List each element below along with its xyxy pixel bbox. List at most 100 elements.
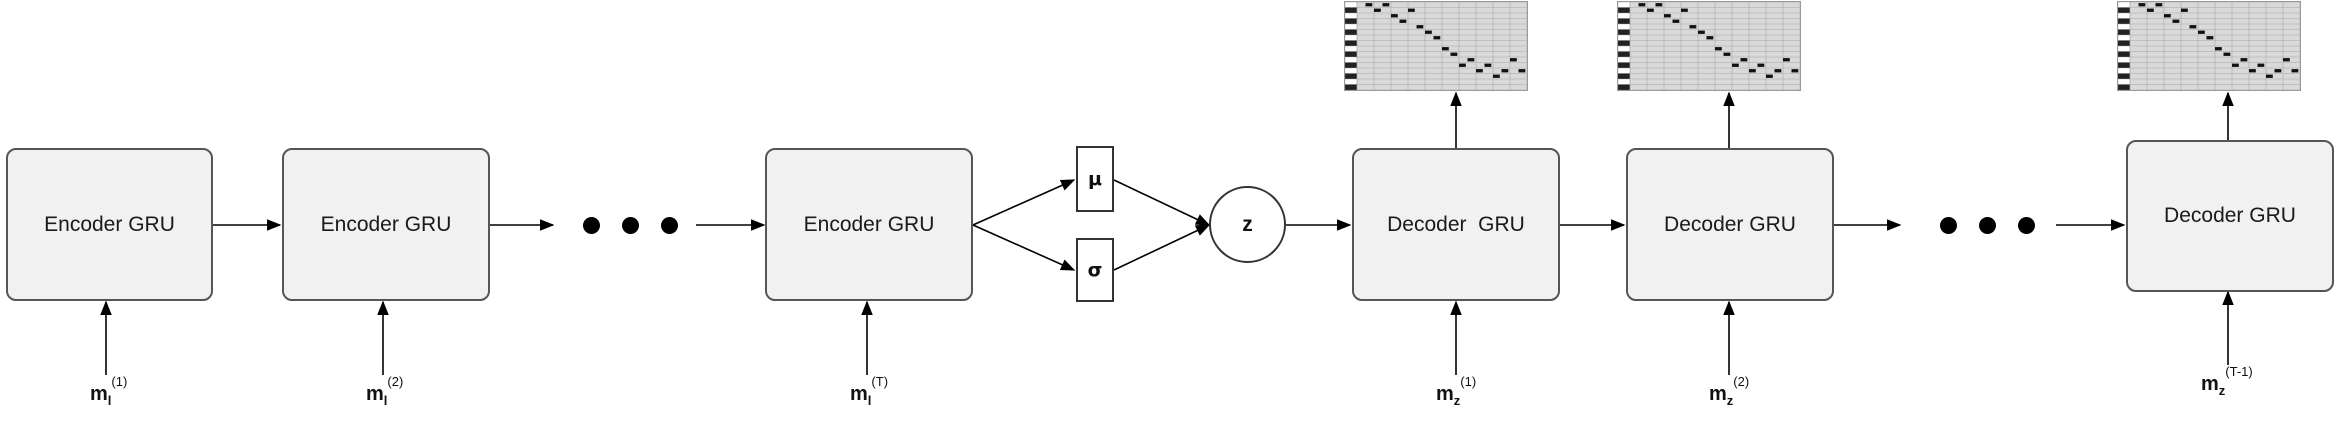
piano-note [2283,58,2290,62]
encoder-input-2: ml(2) [366,374,403,408]
input-subscript: z [1453,393,1461,408]
input-superscript: (T) [871,374,889,389]
piano-note [2164,14,2171,18]
arrow-enc3-mu [972,179,1076,226]
piano-note [2198,30,2205,34]
piano-note [1476,69,1483,73]
piano-note [1715,47,1722,51]
input-var: m [850,383,868,405]
piano-key [1618,12,1631,19]
piano-note [1698,30,1705,34]
decoder-gru-2: Decoder GRU [1626,148,1834,301]
piano-key [1618,2,1631,8]
piano-note [2138,3,2146,7]
piano-note [1664,14,1671,18]
encoder-gru-2-label: Encoder GRU [320,212,452,236]
piano-note [2240,58,2248,62]
decoder-gru-3-label: Decoder GRU [2164,204,2296,227]
piano-key [1345,45,1358,52]
piano-key [2118,23,2131,30]
piano-note [1766,74,1773,78]
piano-key [1345,18,1358,25]
piano-note [1399,19,1407,23]
piano-key [2118,78,2131,85]
piano-note [1365,3,1373,7]
piano-note [2291,69,2299,73]
piano-key [1345,2,1358,8]
piano-roll-output-3 [2117,1,2301,91]
sigma-symbol: σ [1087,259,1103,281]
encoder-gru-2: Encoder GRU [282,148,490,301]
sigma-box: σ [1076,238,1114,302]
piano-key [2118,73,2131,80]
piano-note [1689,25,1697,29]
input-subscript: l [107,393,112,408]
input-var: m [1436,383,1454,405]
input-subscript: l [383,393,388,408]
input-superscript: (T-1) [2225,364,2253,379]
piano-note [2257,63,2265,67]
piano-note [2206,36,2214,40]
piano-note [2274,69,2282,73]
piano-note [1510,58,1517,62]
piano-note [1749,69,1756,73]
piano-note [1655,3,1663,7]
piano-roll-grid [1618,2,1800,90]
piano-note [1647,8,1654,12]
input-subscript: l [867,393,872,408]
piano-note [1740,58,1748,62]
piano-key [1618,29,1631,36]
piano-roll-grid [1345,2,1527,90]
piano-key [1618,7,1631,14]
decoder-ellipsis [1940,217,2035,234]
mu-box: μ [1076,146,1114,212]
decoder-input-2: mz(2) [1709,374,1749,408]
ellipsis-dot [622,217,639,234]
ellipsis-dot [2018,217,2035,234]
piano-key [1618,40,1631,47]
input-var: m [1709,383,1727,405]
ellipsis-dot [1940,217,1957,234]
input-var: m [2201,373,2219,395]
piano-key [2118,18,2131,25]
piano-note [2172,19,2180,23]
piano-note [1638,3,1646,7]
piano-key [1345,7,1358,14]
piano-key [1618,78,1631,85]
piano-note [1408,8,1415,12]
piano-note [2189,25,2197,29]
piano-key [1345,23,1358,30]
piano-key [2118,2,2131,8]
piano-key [1345,62,1358,69]
piano-note [1732,63,1739,67]
input-superscript: (2) [387,374,404,389]
piano-note [1433,36,1441,40]
piano-key [1345,40,1358,47]
piano-key [2118,12,2131,19]
piano-note [2223,52,2231,56]
piano-note [2266,74,2273,78]
piano-note [1484,63,1492,67]
mu-symbol: μ [1088,168,1102,190]
piano-key [1345,12,1358,19]
piano-key [2118,62,2131,69]
piano-key [2118,7,2131,14]
piano-key [1618,34,1631,41]
piano-key [1618,67,1631,74]
input-subscript: z [2218,383,2226,398]
ellipsis-dot [661,217,678,234]
encoder-gru-3: Encoder GRU [765,148,973,301]
piano-note [1425,30,1432,34]
piano-note [2155,3,2163,7]
piano-note [1783,58,1790,62]
piano-note [1518,69,1526,73]
z-node: z [1209,186,1286,263]
piano-note [1374,8,1381,12]
piano-note [2232,63,2239,67]
arrow-mu-z [1113,179,1211,226]
piano-key [1345,34,1358,41]
input-superscript: (1) [111,374,128,389]
piano-roll-grid [2118,2,2300,90]
piano-key [2118,51,2131,58]
